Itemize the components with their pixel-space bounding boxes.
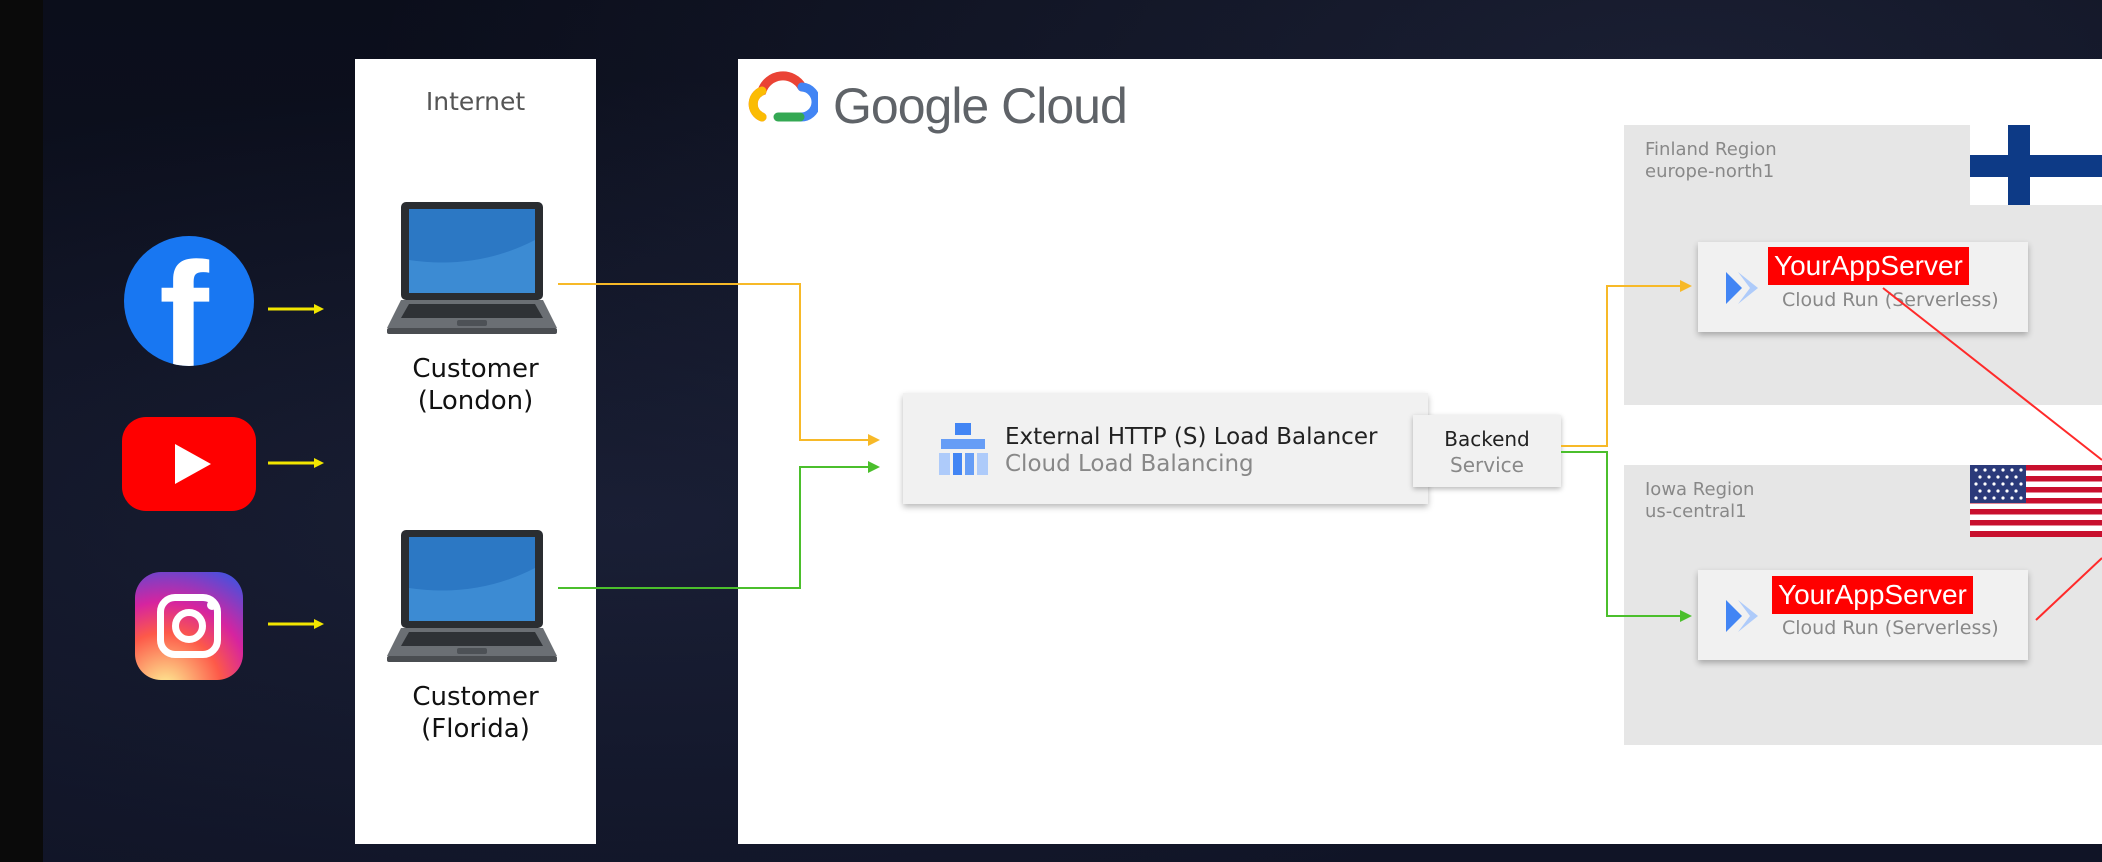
cloud-run-iowa: Cloud Run (Serverless) [1698,570,2028,660]
region-iowa-name: Iowa Region [1645,479,1755,500]
cloud-run-finland-badge: YourAppServer [1768,247,1969,285]
region-iowa-code: us-central1 [1645,501,1747,522]
youtube-icon [122,417,256,511]
backend-service-line1: Backend [1444,427,1530,451]
cloud-run-finland-subtitle: Cloud Run (Serverless) [1782,289,1999,311]
google-cloud-title: Google Cloud [833,78,1128,134]
instagram-arrow [268,619,324,629]
facebook-arrow [268,304,324,314]
region-finland-code: europe-north1 [1645,161,1775,182]
backend-service-line2: Service [1450,453,1524,477]
internet-panel: Internet Customer (London) Customer (Flo… [355,59,596,844]
instagram-icon [135,572,243,680]
laptop-london-icon [387,202,557,334]
customer-london-line2: (London) [417,386,534,416]
customer-florida-line1: Customer [412,682,539,712]
region-finland-name: Finland Region [1645,139,1777,160]
customer-london-line1: Customer [412,354,539,384]
load-balancer-node: External HTTP (S) Load Balancer Cloud Lo… [903,393,1428,504]
cloud-run-icon [1726,272,1758,304]
internet-title: Internet [425,87,526,116]
load-balancing-icon [939,423,988,475]
cloud-run-icon [1726,600,1758,632]
google-cloud-panel: Google Cloud Finland Region europe-north… [738,59,2102,844]
finland-flag-icon [1970,125,2102,205]
laptop-florida-icon [387,530,557,662]
youtube-arrow [268,458,324,468]
backend-service-node: Backend Service [1413,415,1561,487]
load-balancer-title: External HTTP (S) Load Balancer [1005,424,1378,450]
google-cloud-logo-icon [748,71,818,122]
customer-florida-line2: (Florida) [421,714,530,744]
usa-flag-icon [1970,465,2102,537]
left-edge-strip [0,0,43,862]
load-balancer-subtitle: Cloud Load Balancing [1005,451,1254,477]
facebook-icon: f [124,236,254,366]
cloud-run-iowa-subtitle: Cloud Run (Serverless) [1782,617,1999,639]
cloud-run-iowa-badge: YourAppServer [1772,576,1973,614]
